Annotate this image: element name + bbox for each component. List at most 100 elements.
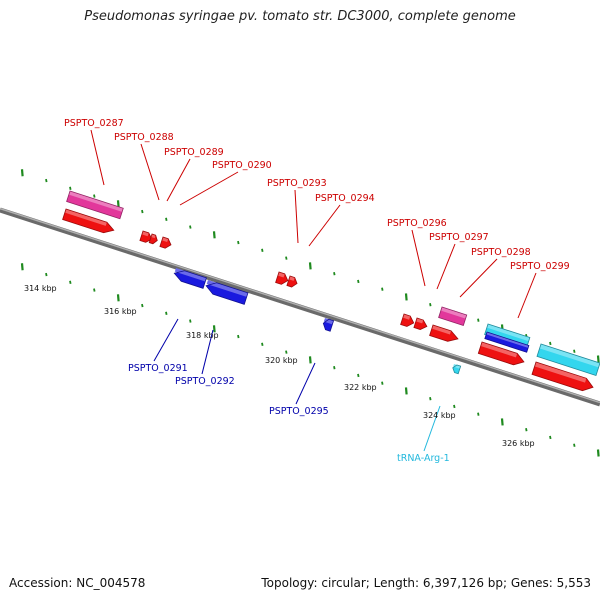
trna-feature[interactable] xyxy=(452,364,462,375)
leader-line xyxy=(436,243,456,290)
upper-tick-mark xyxy=(93,194,96,198)
gene-label[interactable]: PSPTO_0289 xyxy=(164,147,224,158)
forward-cds-feature[interactable] xyxy=(62,208,116,235)
lower-tick-mark xyxy=(404,387,408,395)
leader-line xyxy=(459,258,498,298)
reverse-cds-feature[interactable] xyxy=(173,268,207,289)
trna-feature[interactable] xyxy=(536,343,600,376)
forward-cds-feature[interactable] xyxy=(139,230,154,244)
upper-tick-mark xyxy=(596,355,600,363)
lower-tick-mark xyxy=(549,435,552,440)
lower-tick-mark xyxy=(596,449,600,457)
lower-tick-mark xyxy=(189,319,192,323)
upper-tick-mark xyxy=(165,217,168,221)
scale-label: 320 kbp xyxy=(265,356,298,365)
forward-cds-feature[interactable] xyxy=(531,361,595,393)
lower-tick-mark xyxy=(45,272,48,277)
lower-tick-mark xyxy=(20,263,24,271)
lower-tick-mark xyxy=(453,404,456,409)
upper-tick-mark xyxy=(45,178,48,183)
scale-label: 322 kbp xyxy=(344,383,377,392)
forward-cds-feature[interactable] xyxy=(477,341,525,368)
leader-line xyxy=(90,129,105,186)
leader-line xyxy=(423,405,441,452)
lower-tick-mark xyxy=(237,334,240,339)
upper-tick-mark xyxy=(212,231,216,239)
forward-cds-feature[interactable] xyxy=(148,233,158,245)
gene-label[interactable]: PSPTO_0295 xyxy=(269,406,329,417)
upper-tick-mark xyxy=(189,225,192,229)
lower-tick-mark xyxy=(93,288,96,292)
forward-cds-feature[interactable] xyxy=(159,236,173,250)
gene-label[interactable]: PSPTO_0292 xyxy=(175,376,235,387)
leader-line xyxy=(153,318,179,362)
feature-track xyxy=(62,190,600,393)
scale-label: 316 kbp xyxy=(104,307,137,316)
gene-label[interactable]: PSPTO_0287 xyxy=(64,118,124,129)
lower-tick-mark xyxy=(477,412,480,416)
leader-line xyxy=(295,362,316,405)
leader-line xyxy=(166,158,191,202)
scale-labels: 314 kbp 316 kbp 318 kbp 320 kbp 322 kbp 324 k… xyxy=(24,284,535,448)
scale-label: 314 kbp xyxy=(24,284,57,293)
forward-cds-feature[interactable] xyxy=(400,313,416,328)
lower-tick-mark xyxy=(165,311,168,315)
gene-label[interactable]: PSPTO_0297 xyxy=(429,232,489,243)
gene-label[interactable]: PSPTO_0299 xyxy=(510,261,570,272)
upper-tick-mark xyxy=(404,293,408,301)
leader-line xyxy=(517,272,537,319)
leader-line xyxy=(308,204,341,247)
lower-tick-mark xyxy=(573,443,576,447)
lower-tick-mark xyxy=(500,418,504,426)
gene-label[interactable]: PSPTO_0290 xyxy=(212,160,272,171)
upper-tick-track xyxy=(20,169,600,363)
scale-label: 326 kbp xyxy=(502,439,535,448)
gene-label[interactable]: PSPTO_0298 xyxy=(471,247,531,258)
leader-line xyxy=(294,189,299,244)
upper-tick-mark xyxy=(308,262,312,270)
upper-tick-mark xyxy=(357,279,360,284)
reverse-cds-feature[interactable] xyxy=(204,280,249,305)
lower-tick-track xyxy=(20,263,600,457)
rna-feature[interactable] xyxy=(66,190,124,220)
gene-label[interactable]: PSPTO_0296 xyxy=(387,218,447,229)
leader-line xyxy=(179,171,239,206)
lower-tick-mark xyxy=(381,381,384,385)
rna-feature[interactable] xyxy=(438,306,468,326)
lower-tick-mark xyxy=(116,294,120,302)
reverse-cds-feature[interactable] xyxy=(484,331,530,353)
forward-cds-feature[interactable] xyxy=(429,324,460,344)
gene-label[interactable]: tRNA-Arg-1 xyxy=(397,453,450,464)
scale-label: 318 kbp xyxy=(186,331,219,340)
gene-label[interactable]: PSPTO_0288 xyxy=(114,132,174,143)
gene-labels: PSPTO_0287PSPTO_0288PSPTO_0289PSPTO_0290… xyxy=(64,118,570,464)
genome-backbone xyxy=(0,207,600,407)
forward-cds-feature[interactable] xyxy=(275,271,290,286)
leader-line xyxy=(140,143,160,201)
upper-tick-mark xyxy=(237,240,240,245)
gene-label[interactable]: PSPTO_0291 xyxy=(128,363,188,374)
lower-tick-mark xyxy=(308,356,312,364)
lower-tick-mark xyxy=(261,342,264,347)
upper-tick-mark xyxy=(573,349,576,353)
lower-tick-mark xyxy=(69,280,72,284)
upper-tick-mark xyxy=(141,209,144,214)
scale-label: 324 kbp xyxy=(423,411,456,420)
upper-tick-mark xyxy=(20,169,24,177)
gene-label[interactable]: PSPTO_0293 xyxy=(267,178,327,189)
lower-tick-mark xyxy=(333,365,336,370)
forward-cds-feature[interactable] xyxy=(286,275,299,288)
gene-label[interactable]: PSPTO_0294 xyxy=(315,193,375,204)
upper-tick-mark xyxy=(285,256,288,260)
label-leader-lines xyxy=(90,129,537,452)
reverse-cds-feature[interactable] xyxy=(322,318,335,332)
lower-tick-mark xyxy=(525,428,528,432)
forward-cds-feature[interactable] xyxy=(413,317,428,331)
upper-tick-mark xyxy=(261,248,264,253)
upper-tick-mark xyxy=(477,318,480,322)
lower-tick-mark xyxy=(141,303,144,308)
upper-tick-mark xyxy=(69,186,72,190)
leader-line xyxy=(411,229,426,287)
